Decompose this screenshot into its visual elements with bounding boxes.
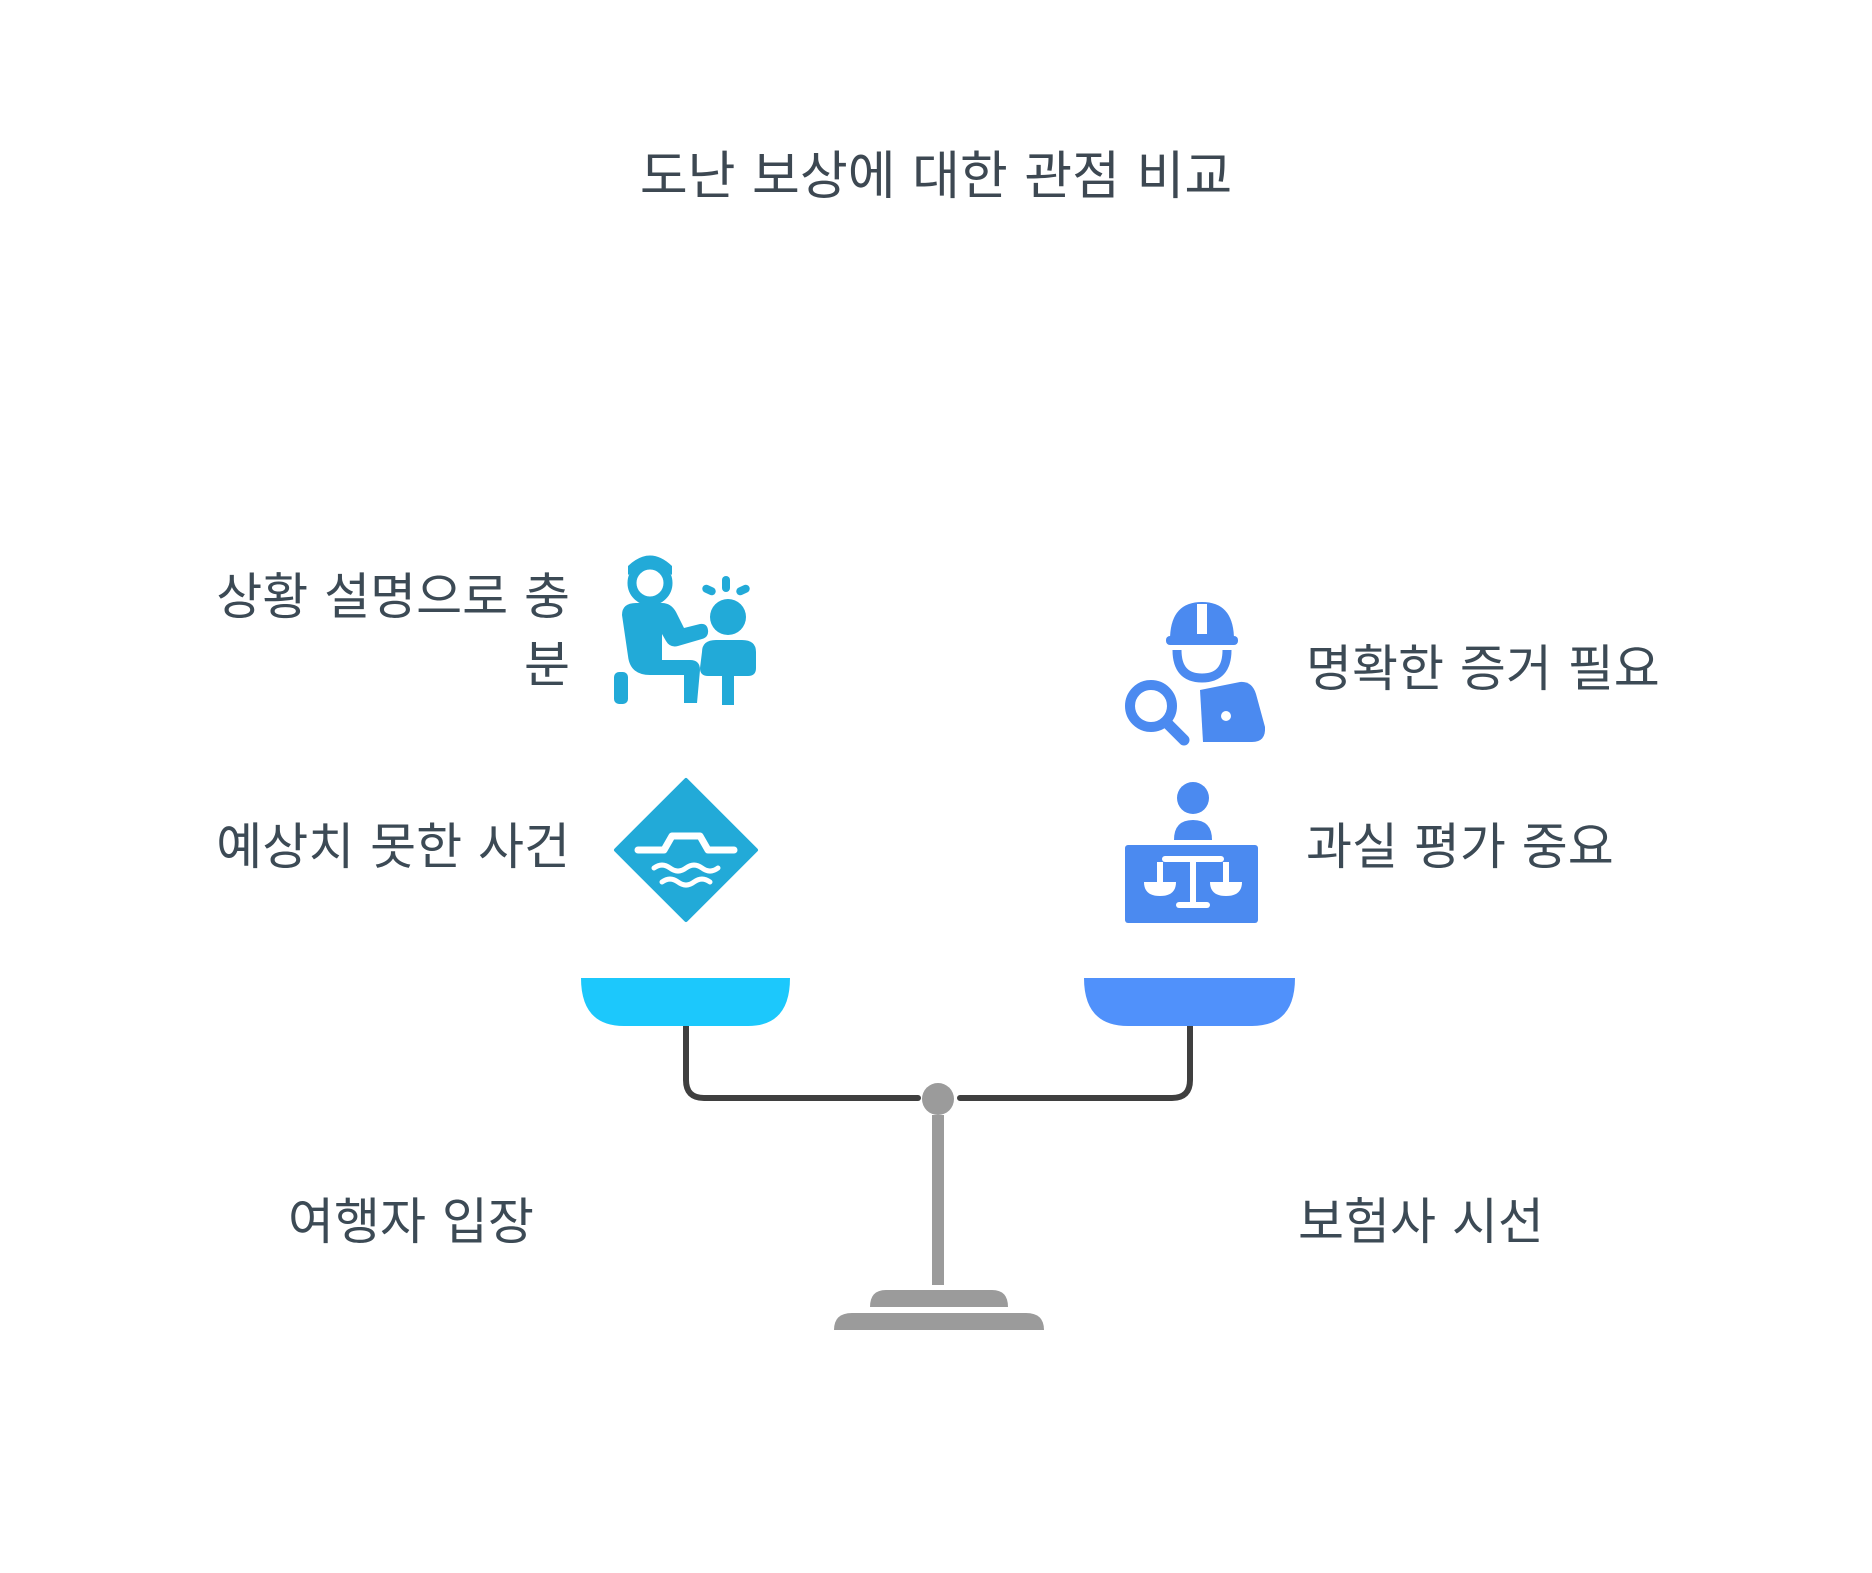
investigator-magnifier-icon xyxy=(1125,602,1266,746)
judge-scales-icon xyxy=(1125,782,1258,923)
right-pan xyxy=(1084,978,1295,1026)
right-item-1-label: 명확한 증거 필요 xyxy=(1306,640,1660,698)
scale-base-top xyxy=(870,1290,1008,1307)
left-item-2-label: 예상치 못한 사건 xyxy=(216,818,570,876)
scale-base-bottom xyxy=(834,1313,1044,1330)
unexpected-event-diamond-icon xyxy=(614,778,758,922)
page-title: 도난 보상에 대한 관점 비교 xyxy=(639,147,1233,207)
left-item-1-label-line2: 분 xyxy=(524,636,570,694)
left-group-label: 여행자 입장 xyxy=(288,1193,534,1251)
left-pan xyxy=(581,978,790,1026)
scale-pivot xyxy=(922,1083,954,1115)
parent-child-explaining-icon xyxy=(614,555,756,705)
scale-beam xyxy=(683,1023,1193,1101)
right-item-2-label: 과실 평가 중요 xyxy=(1306,818,1614,876)
scale-post xyxy=(932,1115,944,1285)
left-item-1-label-line1: 상황 설명으로 충 xyxy=(216,568,570,626)
right-group-label: 보험사 시선 xyxy=(1298,1193,1544,1251)
